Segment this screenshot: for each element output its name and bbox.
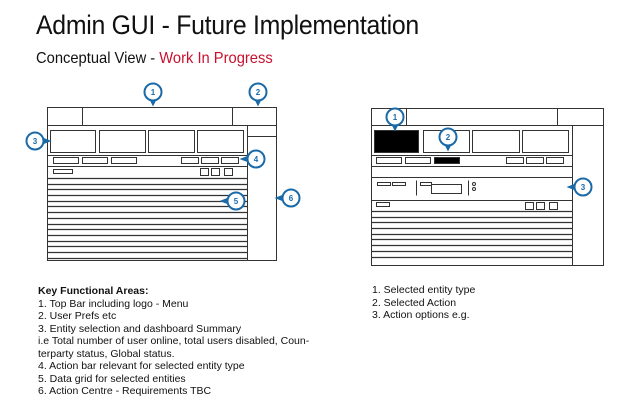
- key-area-line: i.e Total number of user online, total u…: [38, 335, 310, 347]
- right-tile-4: [522, 130, 569, 153]
- callout-left-2: 2: [248, 82, 268, 107]
- left-action-btn: [111, 157, 137, 164]
- callout-circle: [25, 131, 45, 151]
- left-action-btn: [221, 157, 239, 164]
- key-functional-areas: Key Functional Areas: 1. Top Bar includi…: [38, 285, 309, 398]
- callout-pointer: [239, 155, 249, 163]
- key-area-line: 4. Action bar relevant for selected enti…: [38, 360, 245, 372]
- callout-left-6: 6: [274, 188, 301, 208]
- left-action-btn: [201, 157, 219, 164]
- callout-circle: [226, 191, 246, 211]
- callout-pointer: [219, 197, 229, 205]
- right-tile-3: [472, 130, 520, 153]
- page-title: Admin GUI - Future Implementation: [36, 10, 419, 40]
- left-grid-btn: [224, 168, 233, 176]
- right-option-radio: [472, 182, 476, 186]
- right-action-btn: [546, 157, 564, 164]
- right-grid-btn: [549, 202, 558, 210]
- right-tile-selected: [374, 130, 419, 153]
- left-grid-filter: [53, 169, 73, 174]
- callout-circle: [438, 127, 458, 147]
- callout-number: 3: [581, 183, 586, 192]
- key-area-line: 1. Top Bar including logo - Menu: [38, 297, 189, 310]
- callout-pointer: [274, 194, 284, 202]
- callout-number: 4: [254, 155, 259, 164]
- key-area-line: 5. Data grid for selected entities: [38, 372, 186, 385]
- key-area-line: terparty status, Global status.: [38, 347, 175, 360]
- callout-circle: [385, 107, 405, 127]
- callout-circle: [143, 82, 163, 102]
- right-diagram-notes: 1. Selected entity type 2. Selected Acti…: [372, 284, 475, 322]
- callout-pointer: [42, 137, 52, 145]
- left-tile-2: [99, 130, 146, 153]
- right-option-field: [392, 182, 406, 186]
- callout-number: 1: [393, 113, 398, 122]
- callout-number: 3: [33, 137, 38, 146]
- callout-number: 2: [446, 133, 451, 142]
- key-area-line: 6. Action Centre - Requirements TBC: [38, 385, 212, 397]
- left-action-btn: [82, 157, 108, 164]
- right-grid-btn: [525, 202, 534, 210]
- right-note-line: 2. Selected Action: [372, 296, 457, 309]
- subtitle-prefix: Conceptual View -: [36, 50, 160, 67]
- right-action-btn: [506, 157, 524, 164]
- left-wireframe: [47, 107, 277, 261]
- callout-left-1: 1: [143, 82, 163, 107]
- callout-number: 1: [151, 88, 156, 97]
- left-action-btn: [53, 157, 79, 164]
- callout-number: 5: [234, 197, 239, 206]
- right-action-btn: [405, 157, 431, 164]
- page-subtitle: Conceptual View - Work In Progress: [36, 50, 273, 68]
- left-tile-4: [197, 130, 244, 153]
- left-tile-1: [50, 130, 96, 153]
- left-tile-3: [148, 130, 195, 153]
- callout-left-4: 4: [239, 149, 266, 169]
- callout-circle: [248, 82, 268, 102]
- key-area-line: 2. User Prefs etc: [38, 310, 117, 322]
- key-area-line: 3. Entity selection and dashboard Summar…: [38, 322, 242, 335]
- left-data-grid: [47, 177, 248, 260]
- right-option-radio: [472, 187, 476, 191]
- callout-left-3: 3: [25, 131, 52, 151]
- callout-circle: [281, 188, 301, 208]
- subtitle-highlight: Work In Progress: [159, 50, 273, 67]
- right-grid-btn: [536, 202, 545, 210]
- right-action-btn-selected: [434, 157, 460, 164]
- callout-left-5: 5: [219, 191, 246, 211]
- right-action-btn: [376, 157, 402, 164]
- callout-number: 2: [256, 88, 261, 97]
- callout-pointer: [566, 183, 576, 191]
- callout-right-2: 2: [438, 127, 458, 152]
- right-frame-outer: [371, 108, 604, 266]
- callout-circle: [246, 149, 266, 169]
- right-option-input: [431, 184, 462, 194]
- right-wireframe: [371, 108, 604, 266]
- right-action-btn: [526, 157, 544, 164]
- right-data-grid: [371, 210, 573, 259]
- left-grid-btn: [211, 168, 220, 176]
- right-note-line: 3. Action options e.g.: [372, 309, 470, 321]
- callout-number: 6: [289, 194, 294, 203]
- key-areas-heading: Key Functional Areas:: [38, 285, 149, 297]
- callout-right-3: 3: [566, 177, 593, 197]
- left-grid-btn: [200, 168, 209, 176]
- right-note-line: 1. Selected entity type: [372, 284, 476, 296]
- right-grid-filter: [376, 202, 390, 207]
- left-action-btn: [181, 157, 199, 164]
- callout-right-1: 1: [385, 107, 405, 132]
- right-option-field: [377, 182, 391, 186]
- right-option-field: [420, 182, 432, 186]
- callout-circle: [573, 177, 593, 197]
